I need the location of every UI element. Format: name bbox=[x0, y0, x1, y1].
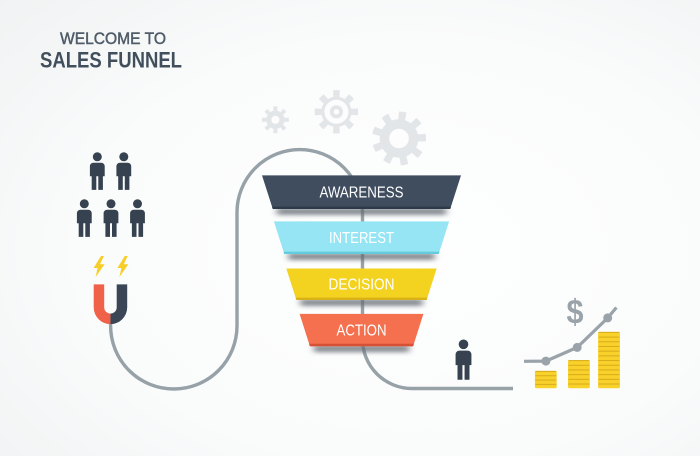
svg-text:ACTION: ACTION bbox=[337, 322, 387, 339]
svg-text:WELCOME TO: WELCOME TO bbox=[60, 29, 166, 48]
svg-text:AWARENESS: AWARENESS bbox=[320, 185, 404, 202]
svg-text:INTEREST: INTEREST bbox=[329, 230, 394, 247]
svg-text:$: $ bbox=[567, 294, 584, 332]
svg-text:SALES FUNNEL: SALES FUNNEL bbox=[40, 48, 182, 73]
svg-text:DECISION: DECISION bbox=[329, 277, 395, 294]
